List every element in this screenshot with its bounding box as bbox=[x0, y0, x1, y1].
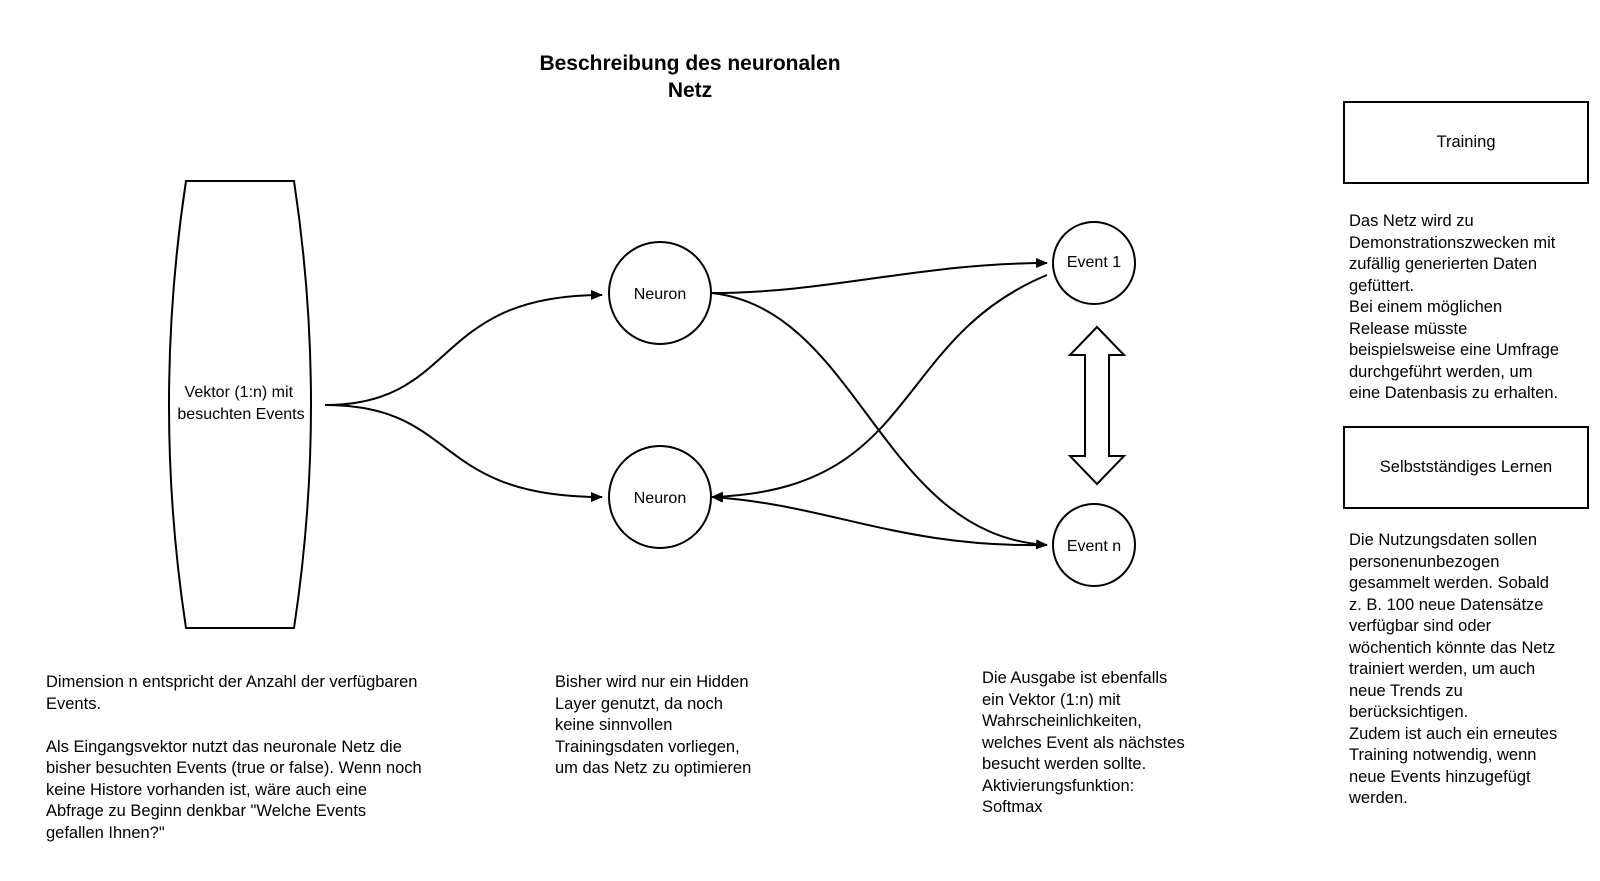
edge-event-1-neuron-bottom bbox=[711, 274, 1048, 502]
edge-neuron-top-event-1 bbox=[711, 258, 1048, 294]
page-title: Beschreibung des neuronalen Netz bbox=[539, 52, 841, 102]
double-arrow-icon bbox=[1067, 325, 1127, 486]
edge-neuron-top-event-n bbox=[711, 292, 1048, 550]
self-learning-box-label: Selbstständiges Lernen bbox=[1379, 458, 1553, 476]
input-note: Dimension n entspricht der Anzahl der ve… bbox=[46, 673, 422, 842]
neuron-top-label: Neuron bbox=[634, 286, 686, 303]
edge-event-n-neuron-bottom bbox=[711, 492, 1048, 547]
training-box-label: Training bbox=[1436, 133, 1496, 151]
neuron-top-node bbox=[608, 241, 712, 345]
event-n-node bbox=[1052, 503, 1136, 587]
self-learning-note: Die Nutzungsdaten sollen personenunbezog… bbox=[1349, 531, 1558, 807]
edge-input-neuron-bottom bbox=[324, 404, 603, 502]
input-vector-shape bbox=[168, 180, 312, 629]
input-vector-label: Vektor (1:n) mit besuchten Events bbox=[177, 384, 304, 423]
output-note: Die Ausgabe ist ebenfalls ein Vektor (1:… bbox=[982, 669, 1185, 816]
hidden-layer-note: Bisher wird nur ein Hidden Layer genutzt… bbox=[555, 673, 752, 777]
event-1-node bbox=[1052, 221, 1136, 305]
training-note: Das Netz wird zu Demonstrationszwecken m… bbox=[1349, 212, 1560, 402]
training-box: Training bbox=[1343, 101, 1589, 184]
event-n-label: Event n bbox=[1067, 538, 1121, 555]
edge-input-neuron-top bbox=[324, 290, 603, 406]
self-learning-box: Selbstständiges Lernen bbox=[1343, 426, 1589, 509]
neuron-bottom-node bbox=[608, 445, 712, 549]
event-1-label: Event 1 bbox=[1067, 254, 1121, 271]
neuron-bottom-label: Neuron bbox=[634, 490, 686, 507]
